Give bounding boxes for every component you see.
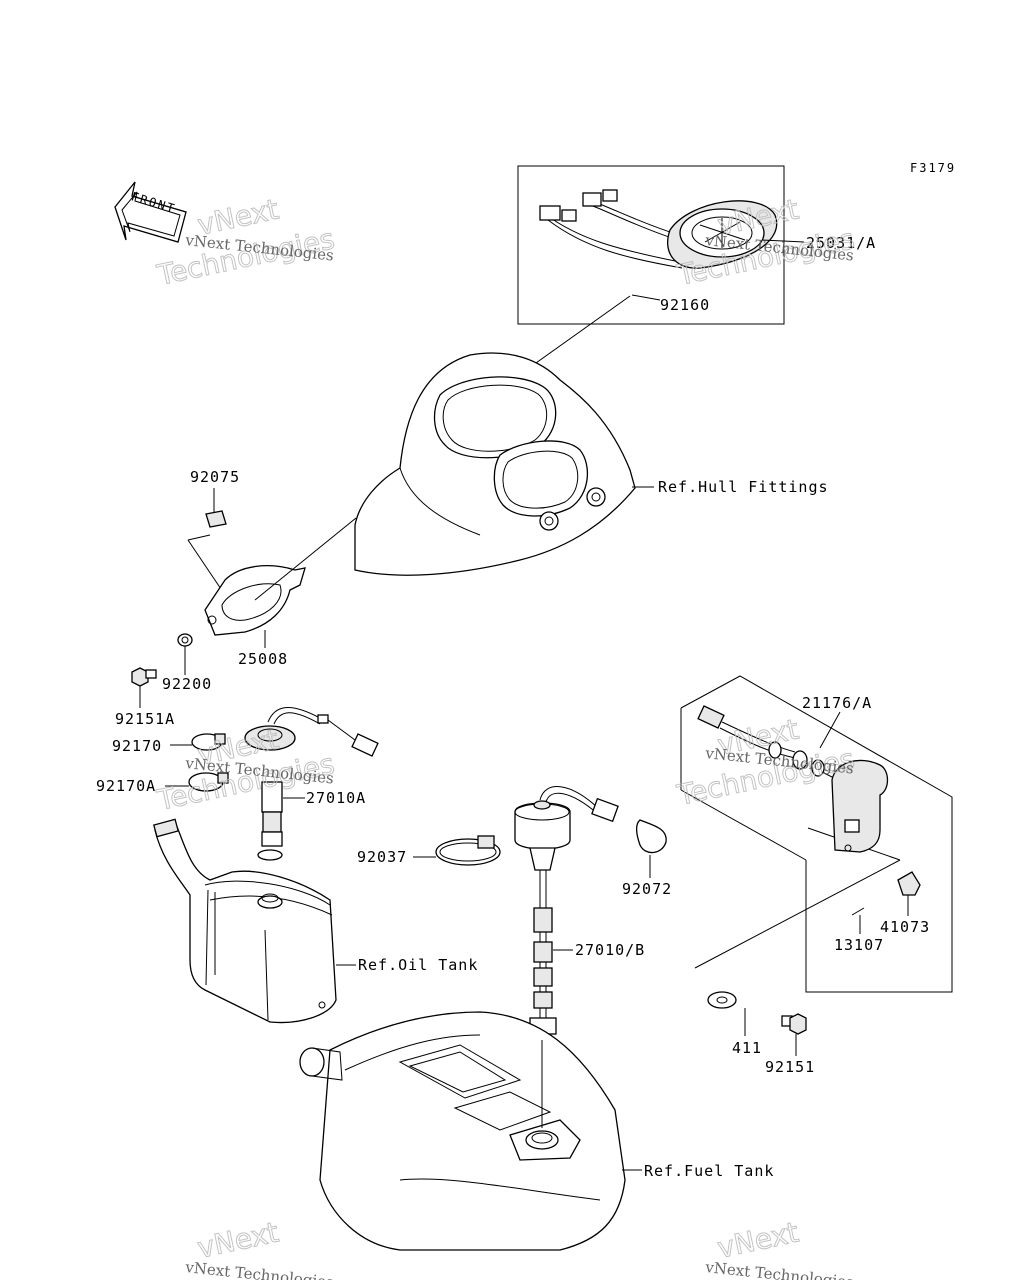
part-label-92151: 92151 xyxy=(765,1058,815,1076)
part-label-41073: 41073 xyxy=(880,918,930,936)
part-label-21176a: 21176/A xyxy=(802,694,872,712)
part-label-92170: 92170 xyxy=(112,737,162,755)
fuel-tank xyxy=(299,1011,626,1251)
front-arrow-icon: FRONT xyxy=(114,181,187,243)
part-label-92075: 92075 xyxy=(190,468,240,486)
washer-411 xyxy=(707,991,737,1009)
part-label-25008: 25008 xyxy=(238,650,288,668)
fuel-sensor-27010b xyxy=(514,786,619,1040)
svg-text:vNext Technologies: vNext Technologies xyxy=(184,1258,335,1280)
svg-text:vNext Technologies: vNext Technologies xyxy=(704,1258,855,1280)
bolt-92151a xyxy=(131,667,157,687)
part-label-27010b: 27010/B xyxy=(575,941,645,959)
part-label-92200: 92200 xyxy=(162,675,212,693)
pad-92075 xyxy=(205,510,227,528)
part-label-92151a: 92151A xyxy=(115,710,175,728)
part-label-92170a: 92170A xyxy=(96,777,156,795)
svg-text:vNext: vNext xyxy=(715,1216,802,1265)
part-label-92037: 92037 xyxy=(357,848,407,866)
svg-text:vNext: vNext xyxy=(195,1216,282,1265)
oil-tank xyxy=(153,818,337,1024)
ref-fuel-tank: Ref.Fuel Tank xyxy=(644,1162,774,1180)
part-label-13107: 13107 xyxy=(834,936,884,954)
figure-code: F3179 xyxy=(910,161,956,175)
part-label-27010a: 27010A xyxy=(306,789,366,807)
part-label-25031a: 25031/A xyxy=(806,234,876,252)
bolt-92151 xyxy=(781,1013,807,1035)
band-92072 xyxy=(635,819,667,854)
part-label-92160: 92160 xyxy=(660,296,710,314)
ref-oil-tank: Ref.Oil Tank xyxy=(358,956,478,974)
ref-hull-fittings: Ref.Hull Fittings xyxy=(658,478,829,496)
hull-dash-panel xyxy=(354,352,636,576)
bracket-25008 xyxy=(204,565,306,636)
part-label-92072: 92072 xyxy=(622,880,672,898)
washer-92200 xyxy=(177,633,193,647)
part-label-411: 411 xyxy=(732,1039,762,1057)
pin-13107 xyxy=(851,907,865,916)
speed-sensor-inset xyxy=(680,675,953,993)
clip-41073 xyxy=(897,871,921,896)
gauge-inset xyxy=(517,165,785,325)
oil-sensor-27010a xyxy=(244,706,379,861)
